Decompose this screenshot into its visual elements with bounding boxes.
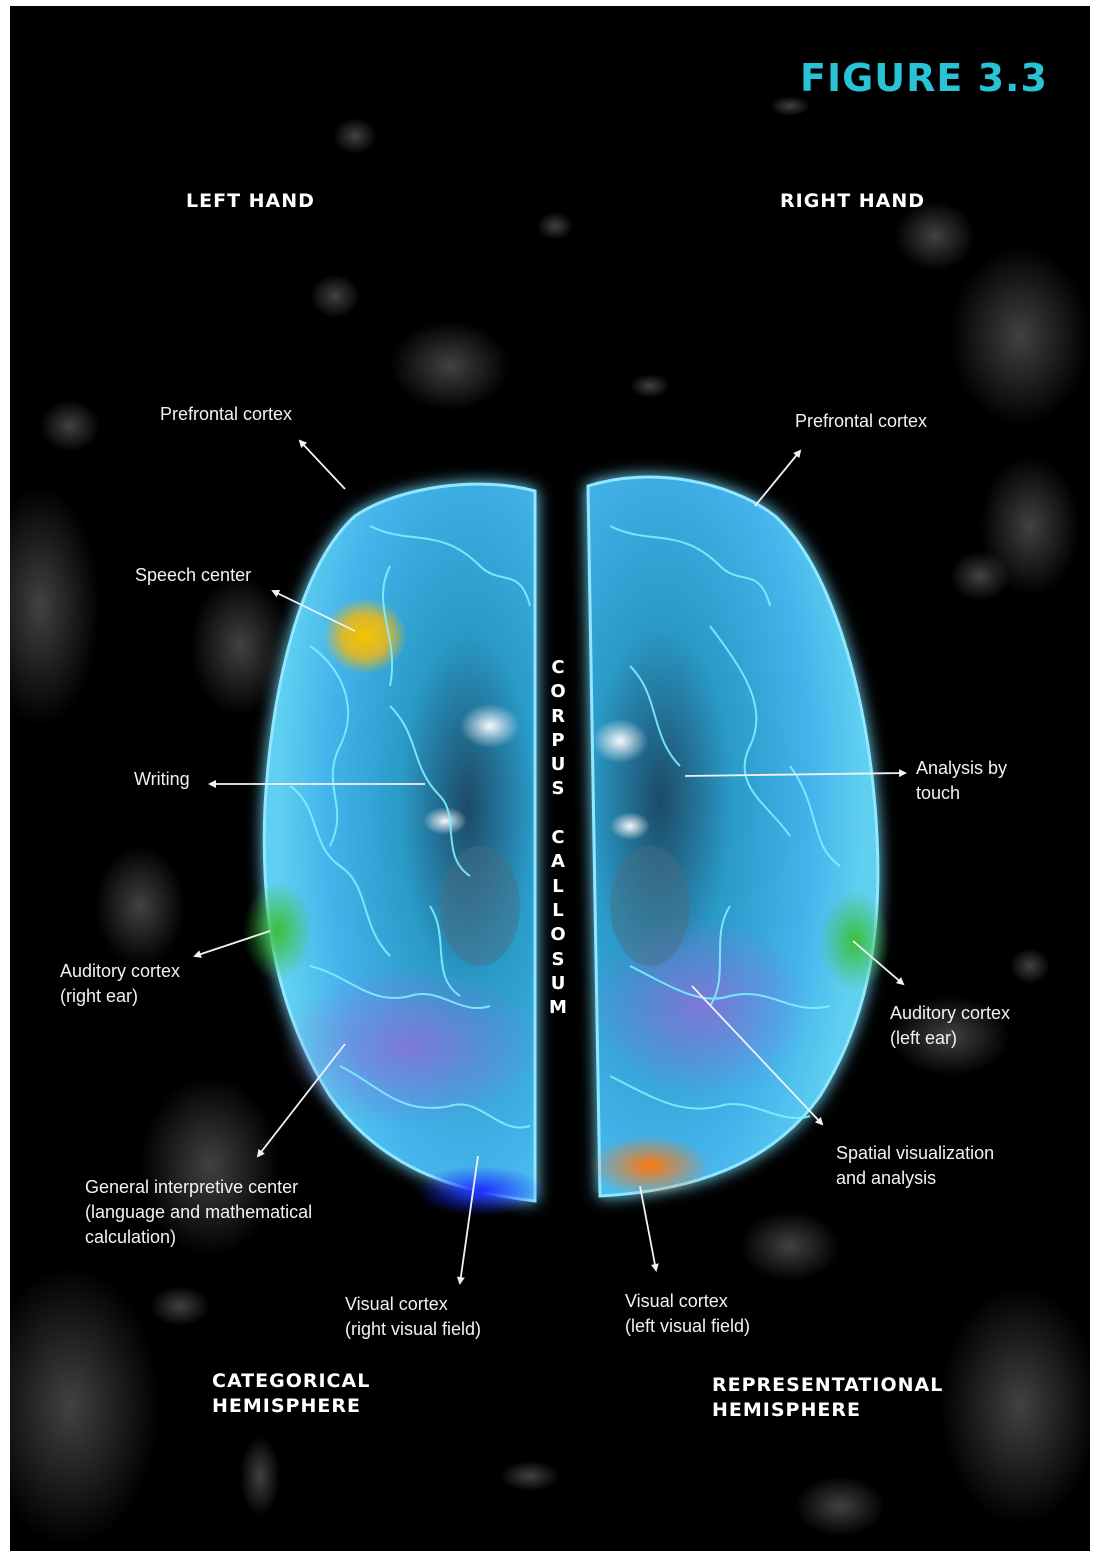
- visual-right-highlight: [590, 1136, 710, 1196]
- label-speech-center: Speech center: [135, 563, 251, 588]
- interpretive-highlight: [280, 966, 540, 1126]
- visual-left-highlight: [415, 1166, 545, 1216]
- left-hemisphere: [243, 484, 545, 1216]
- arrow-prefrontal-right: [755, 451, 800, 506]
- representational-hemisphere-label: REPRESENTATIONAL HEMISPHERE: [712, 1373, 943, 1423]
- figure-panel: FIGURE 3.3 LEFT HAND RIGHT HAND Prefront…: [10, 6, 1090, 1551]
- left-hand-heading: LEFT HAND: [186, 189, 315, 214]
- label-prefrontal-left: Prefrontal cortex: [160, 402, 292, 427]
- auditory-right-highlight: [820, 891, 890, 991]
- label-analysis-touch: Analysis by touch: [916, 756, 1007, 806]
- label-visual-right-field: Visual cortex (right visual field): [345, 1292, 481, 1342]
- label-visual-left-field: Visual cortex (left visual field): [625, 1289, 750, 1339]
- categorical-hemisphere-label: CATEGORICAL HEMISPHERE: [212, 1369, 370, 1419]
- right-hemisphere: [588, 477, 890, 1196]
- right-hand-heading: RIGHT HAND: [780, 189, 925, 214]
- label-auditory-left: Auditory cortex (right ear): [60, 959, 180, 1009]
- auditory-left-highlight: [243, 881, 313, 981]
- label-spatial: Spatial visualization and analysis: [836, 1141, 994, 1191]
- label-general-interpretive: General interpretive center (language an…: [85, 1175, 312, 1250]
- label-auditory-right: Auditory cortex (left ear): [890, 1001, 1010, 1051]
- label-prefrontal-right: Prefrontal cortex: [795, 409, 927, 434]
- corpus-callosum-label: C O R P U S C A L L O S U M: [546, 656, 570, 1020]
- arrow-prefrontal-left: [300, 441, 345, 489]
- label-writing: Writing: [134, 767, 190, 792]
- figure-title: FIGURE 3.3: [800, 56, 1048, 100]
- speech-center-highlight: [323, 598, 407, 674]
- arrow-visual-left-field: [640, 1186, 656, 1270]
